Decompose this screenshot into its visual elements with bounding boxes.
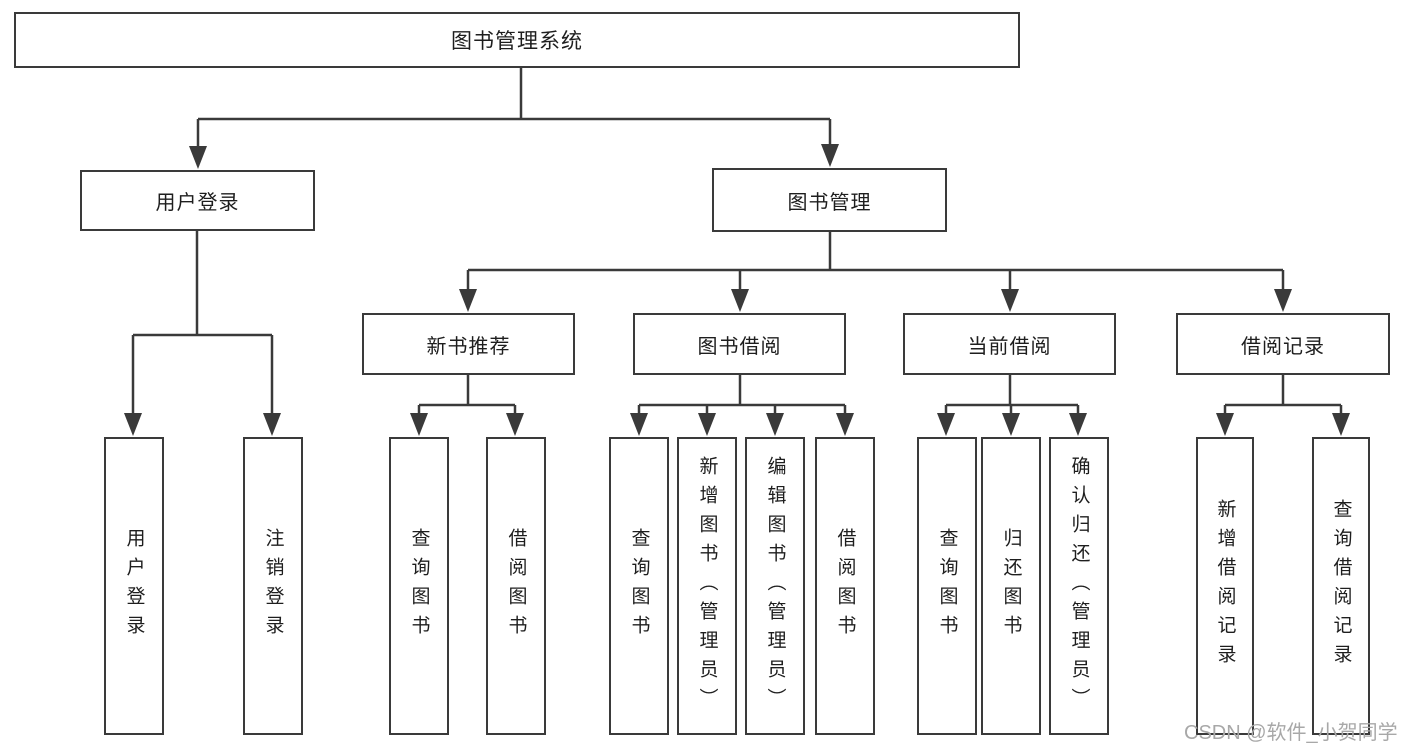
connector-currentborrow-to-leaves <box>944 375 1080 420</box>
connector-root-to-level2 <box>196 68 832 152</box>
leaf-user-login: 用户登录 <box>104 437 164 735</box>
leaf-bookborrow-add-books-admin: 新增图书（管理员） <box>677 437 737 735</box>
node-user-login: 用户登录 <box>80 170 315 231</box>
leaf-bookborrow-query-books-label: 查询图书 <box>628 528 650 644</box>
leaf-records-add-record-label: 新增借阅记录 <box>1214 499 1236 673</box>
leaf-newbooks-borrow-books-label: 借阅图书 <box>505 528 527 644</box>
leaf-bookborrow-edit-books-admin-label: 编辑图书（管理员） <box>764 455 786 717</box>
connector-bookborrow-to-leaves <box>637 375 847 420</box>
leaf-current-return-books-label: 归还图书 <box>1000 528 1022 644</box>
leaf-logout-label: 注销登录 <box>262 528 284 644</box>
leaf-logout: 注销登录 <box>243 437 303 735</box>
leaf-newbooks-query-books-label: 查询图书 <box>408 528 430 644</box>
node-borrow-records-label: 借阅记录 <box>1241 335 1325 358</box>
arrowheads <box>124 144 1350 436</box>
leaf-bookborrow-query-books: 查询图书 <box>609 437 669 735</box>
leaf-current-return-books: 归还图书 <box>981 437 1041 735</box>
leaf-user-login-label: 用户登录 <box>123 528 145 644</box>
node-current-borrow-label: 当前借阅 <box>967 335 1052 358</box>
leaf-current-query-books: 查询图书 <box>917 437 977 735</box>
node-root: 图书管理系统 <box>14 12 1020 68</box>
leaf-current-query-books-label: 查询图书 <box>936 528 958 644</box>
leaf-bookborrow-edit-books-admin: 编辑图书（管理员） <box>745 437 805 735</box>
leaf-records-add-record: 新增借阅记录 <box>1196 437 1254 735</box>
watermark: CSDN @软件_小贺同学 <box>1184 722 1398 744</box>
leaf-records-query-record-label: 查询借阅记录 <box>1330 499 1352 673</box>
connector-records-to-leaves <box>1223 375 1343 420</box>
leaf-current-confirm-return-admin-label: 确认归还（管理员） <box>1068 455 1090 717</box>
leaf-current-confirm-return-admin: 确认归还（管理员） <box>1049 437 1109 735</box>
node-current-borrow: 当前借阅 <box>903 313 1116 375</box>
node-book-borrow-label: 图书借阅 <box>697 335 782 358</box>
node-borrow-records: 借阅记录 <box>1176 313 1390 375</box>
leaf-records-query-record: 查询借阅记录 <box>1312 437 1370 735</box>
node-user-login-label: 用户登录 <box>155 192 240 214</box>
node-book-management: 图书管理 <box>712 168 947 232</box>
node-new-book-recommend: 新书推荐 <box>362 313 575 375</box>
connector-bookmgmt-to-level3 <box>466 232 1285 296</box>
leaf-bookborrow-borrow-books: 借阅图书 <box>815 437 875 735</box>
leaf-bookborrow-borrow-books-label: 借阅图书 <box>834 528 856 644</box>
node-book-borrow: 图书借阅 <box>633 313 846 375</box>
leaf-newbooks-borrow-books: 借阅图书 <box>486 437 546 735</box>
node-book-management-label: 图书管理 <box>787 191 872 214</box>
connector-newbooks-to-leaves <box>417 375 517 420</box>
node-new-book-recommend-label: 新书推荐 <box>426 335 511 358</box>
leaf-bookborrow-add-books-admin-label: 新增图书（管理员） <box>696 455 718 717</box>
leaf-newbooks-query-books: 查询图书 <box>389 437 449 735</box>
connector-userlogin-to-leaves <box>131 231 274 420</box>
node-root-label: 图书管理系统 <box>451 30 583 53</box>
